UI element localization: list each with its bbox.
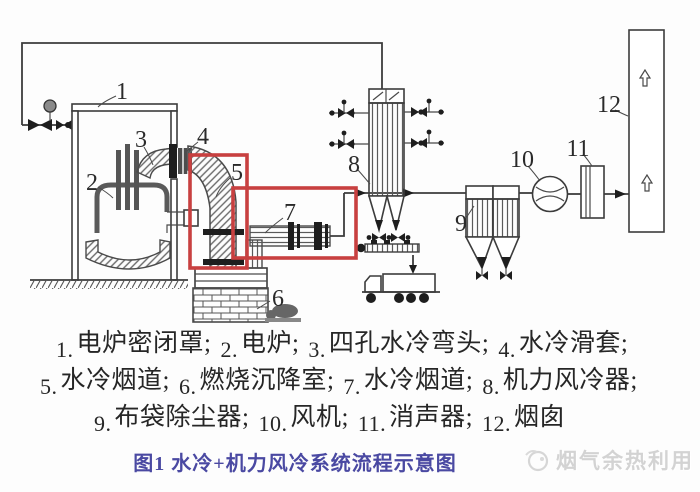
legend-label: 机力风冷器; <box>502 367 638 394</box>
smoke-logo-icon <box>525 450 549 472</box>
damper-valve-assembly <box>22 99 74 131</box>
highlight-box-flue7 <box>231 186 358 260</box>
legend-label: 电炉; <box>240 330 300 357</box>
highlight-boxes <box>188 153 358 270</box>
legend-label: 布袋除尘器; <box>114 404 250 431</box>
diagram-canvas: 1 2 3 4 5 6 7 8 9 10 11 12 <box>21 29 665 323</box>
legend-num: 6. <box>178 374 197 399</box>
legend-label: 水冷烟道; <box>60 367 170 394</box>
watermark-text: 烟气余热利用 <box>556 449 694 473</box>
legend-num: 2. <box>220 337 238 362</box>
discharge-arrow-icon <box>409 255 417 274</box>
label-4: 4 <box>197 124 209 150</box>
label-5: 5 <box>231 160 243 186</box>
legend-row-1: 1.电炉密闭罩; 2.电炉; 3.四孔水冷弯头; 4.水冷滑套; <box>56 323 629 362</box>
mechanical-air-cooler <box>329 88 444 274</box>
legend-label: 燃烧沉降室; <box>199 367 335 394</box>
legend-label: 四孔水冷弯头; <box>328 330 490 357</box>
legend-row-3: 9.布袋除尘器; 10.风机; 11.消声器; 12.烟囱 <box>94 397 566 436</box>
legend-label: 电炉密闭罩; <box>76 330 212 357</box>
legend-row-2: 5.水冷烟道;6.燃烧沉降室;7.水冷烟道;8.机力风冷器; <box>40 360 638 399</box>
label-12: 12 <box>597 92 621 118</box>
legend-label: 消声器; <box>389 404 474 431</box>
hood-suction-pipe <box>21 42 383 125</box>
label-11: 11 <box>566 136 589 162</box>
legend-label: 水冷滑套; <box>518 330 629 357</box>
label-8: 8 <box>348 152 360 178</box>
label-6: 6 <box>272 286 284 312</box>
up-arrow-icon <box>638 68 652 87</box>
highlight-box-flue5 <box>188 153 249 270</box>
legend-num: 11. <box>357 411 387 436</box>
slag-ladle <box>85 239 171 270</box>
legend-num: 9. <box>94 411 112 436</box>
label-10: 10 <box>510 147 534 173</box>
label-9: 9 <box>455 211 467 237</box>
hopper-valves <box>366 233 411 242</box>
ash-conveyor <box>356 240 420 253</box>
chimney <box>628 29 665 233</box>
legend-num: 4. <box>498 337 516 362</box>
gauge-icon <box>43 99 57 121</box>
legend-num: 7. <box>343 374 361 399</box>
up-arrow-icon <box>640 173 654 192</box>
diagram-number-labels: 1 2 3 4 5 6 7 8 9 10 11 12 <box>86 79 629 312</box>
label-7: 7 <box>284 200 296 226</box>
legend-label: 烟囱 <box>514 404 566 431</box>
ground-hatch <box>30 279 188 289</box>
figure-caption: 图1 水冷+机力风冷系统流程示意图 <box>133 453 457 475</box>
process-flow-diagram: 1 2 3 4 5 6 7 8 9 10 11 12 <box>21 29 665 323</box>
watermark: 烟气余热利用 <box>522 445 694 475</box>
slag-machine <box>265 304 301 322</box>
legend-label: 水冷烟道; <box>363 367 474 394</box>
legend-num: 8. <box>482 374 500 399</box>
legend-num: 1. <box>56 337 74 362</box>
muffler <box>580 165 629 219</box>
label-1: 1 <box>116 79 128 105</box>
fan <box>531 175 581 213</box>
ash-truck <box>362 273 440 303</box>
legend-label: 风机; <box>290 404 349 431</box>
bag-dust-collector <box>464 185 533 280</box>
main-flue-line <box>344 188 467 198</box>
fan-nozzle-icons <box>329 98 444 149</box>
water-cooled-flue-7 <box>245 193 345 269</box>
legend-num: 12. <box>482 411 512 436</box>
label-2: 2 <box>86 170 98 196</box>
settling-chamber <box>192 267 301 323</box>
legend-num: 5. <box>40 374 58 399</box>
legend-num: 3. <box>308 337 326 362</box>
legend-num: 10. <box>258 411 288 436</box>
label-3: 3 <box>135 127 147 153</box>
